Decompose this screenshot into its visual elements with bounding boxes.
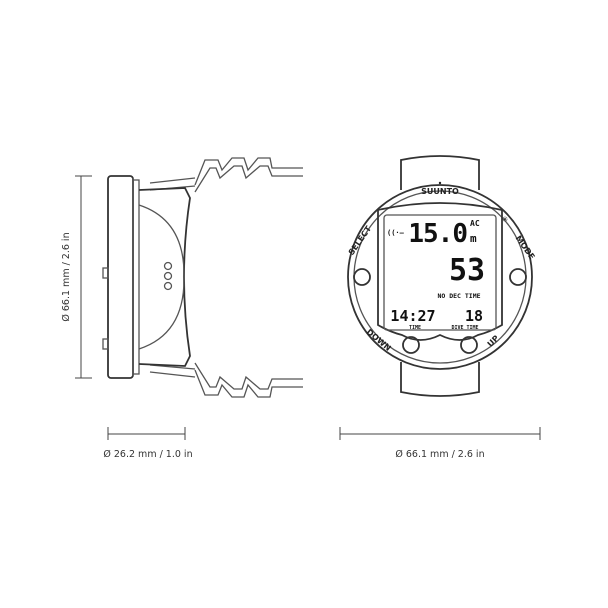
strap-top [149,157,303,193]
up-label: UP [486,334,501,349]
width-dimension: Ø 66.1 mm / 2.6 in [339,427,541,460]
strap-bottom-front [400,362,480,397]
width-label: Ø 66.1 mm / 2.6 in [395,449,484,460]
dive-time-label: DIVE TIME [451,325,478,331]
hole-icon [163,261,173,271]
bezel-ring [347,184,533,370]
height-dimension: Ø 66.1 mm / 2.6 in [61,175,92,379]
bezel-side [107,175,134,379]
side-button [102,338,109,350]
mode-button[interactable] [509,268,527,286]
no-dec-time-value: 53 [449,253,485,288]
depth-dimension: Ø 26.2 mm / 1.0 in [103,427,193,460]
front-view: SUUNTO SELECT MODE ✳ DOWN UP ((·– 15.0 A… [347,155,537,397]
select-button[interactable] [353,268,371,286]
depth-mode: AC [470,219,480,228]
side-view [102,157,303,398]
signal-icon: ((·– [387,229,405,237]
cushion-curve [138,204,185,350]
depth-value: 15.0 [408,219,467,249]
time-label: TIME [409,325,421,331]
time-value: 14:27 [390,307,435,325]
no-dec-time-label: NO DEC TIME [437,292,480,300]
mode-label: MODE [514,234,537,261]
brand-logo: SUUNTO [421,187,459,196]
side-holes [163,261,173,291]
dive-time-value: 18 [465,307,483,325]
strap-top-front [400,155,480,190]
screen-frame [377,202,503,341]
down-button[interactable] [402,336,420,354]
side-button [102,267,109,279]
depth-label: Ø 26.2 mm / 1.0 in [103,449,192,460]
lcd-screen [383,214,497,331]
backlight-icon: ✳ [502,215,509,224]
brand-dot [438,181,442,185]
hole-icon [163,271,173,281]
strap-bottom [149,362,303,398]
depth-unit: m [470,232,477,245]
up-button[interactable] [460,336,478,354]
case-side [132,179,140,375]
select-label: SELECT [347,224,374,257]
height-label: Ø 66.1 mm / 2.6 in [61,232,72,321]
hole-icon [163,281,173,291]
